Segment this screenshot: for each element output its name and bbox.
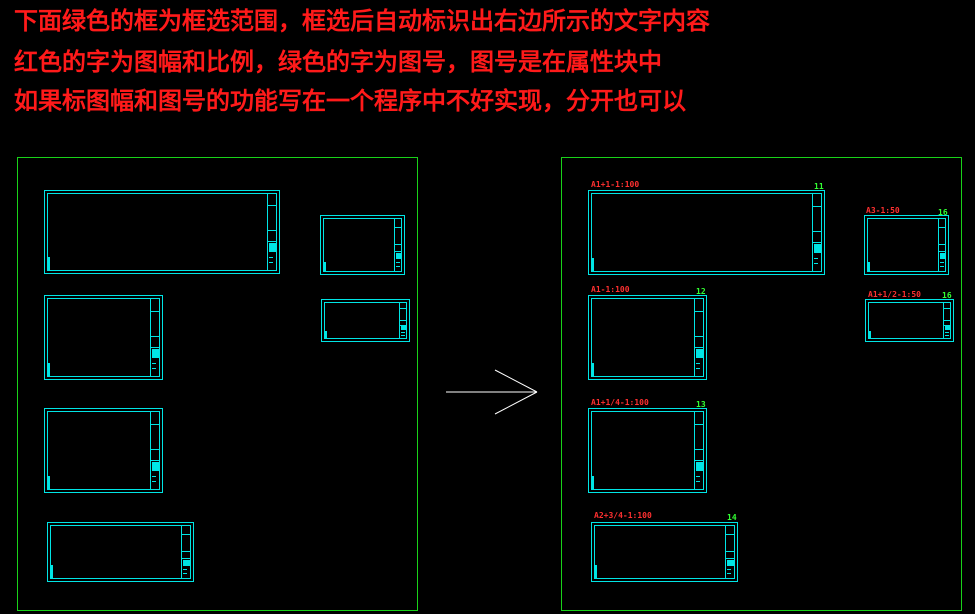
size-scale-label: A1+1/2-1:50 (868, 290, 921, 299)
sheet-medium-2-after[interactable] (588, 408, 707, 493)
size-scale-label: A2+3/4-1:100 (594, 511, 652, 520)
selection-frame-before[interactable] (17, 157, 418, 611)
sheet-medium-2-before[interactable] (44, 408, 163, 493)
sheet-wide-before[interactable] (47, 522, 194, 582)
selection-frame-after[interactable]: A1+1-1:100 11 A3-1:50 16 A1-1:100 12 A1+… (561, 157, 962, 611)
sheet-small-2-before[interactable] (321, 299, 410, 342)
size-scale-label: A3-1:50 (866, 206, 900, 215)
sheet-number-label: 14 (727, 513, 737, 522)
arrow-right-icon (446, 369, 538, 415)
sheet-small-2-after[interactable] (865, 299, 954, 342)
sheet-large-before[interactable] (44, 190, 280, 274)
sheet-number-label: 16 (938, 208, 948, 217)
sheet-wide-after[interactable] (591, 522, 738, 582)
sheet-number-label: 16 (942, 291, 952, 300)
sheet-number-label: 13 (696, 400, 706, 409)
sheet-small-1-after[interactable] (864, 215, 949, 275)
sheet-medium-1-before[interactable] (44, 295, 163, 380)
size-scale-label: A1+1-1:100 (591, 180, 640, 189)
size-scale-label: A1+1/4-1:100 (591, 398, 649, 407)
instruction-line-1: 下面绿色的框为框选范围，框选后自动标识出右边所示的文字内容 (14, 7, 710, 35)
instruction-line-2: 红色的字为图幅和比例，绿色的字为图号，图号是在属性块中 (14, 48, 662, 76)
sheet-number-label: 12 (696, 287, 706, 296)
sheet-large-after[interactable] (588, 190, 825, 275)
size-scale-label: A1-1:100 (591, 285, 630, 294)
instruction-line-3: 如果标图幅和图号的功能写在一个程序中不好实现，分开也可以 (14, 87, 686, 115)
sheet-number-label: 11 (814, 182, 824, 191)
sheet-medium-1-after[interactable] (588, 295, 707, 380)
sheet-small-1-before[interactable] (320, 215, 405, 275)
